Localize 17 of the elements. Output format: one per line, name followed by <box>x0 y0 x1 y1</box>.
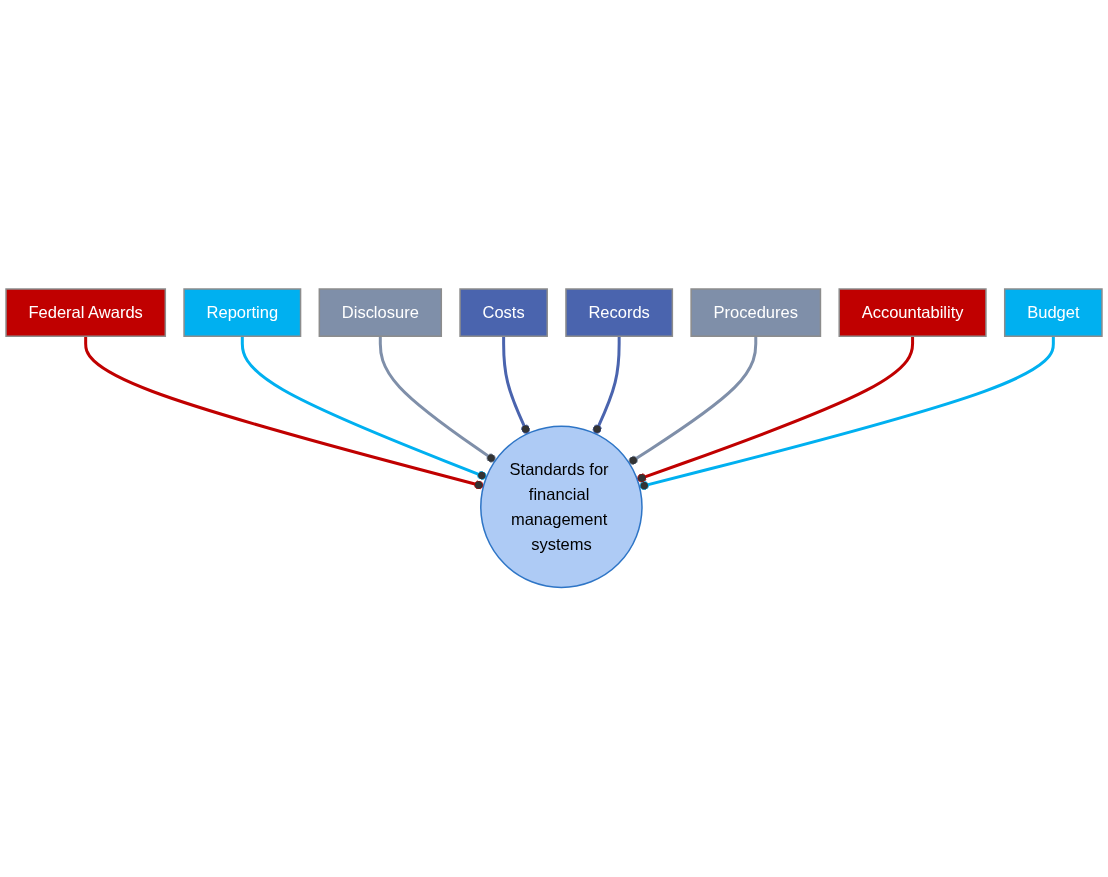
node-circle: Standards for financial management systems <box>480 425 643 589</box>
node-box: Procedures <box>690 288 822 338</box>
node-box: Disclosure <box>318 288 443 338</box>
connector <box>240 336 487 481</box>
connector <box>378 336 496 463</box>
connector <box>592 336 621 435</box>
connector <box>84 336 484 490</box>
node-box: Records <box>565 288 674 338</box>
node-box: Accountability <box>838 288 987 338</box>
node-box: Budget <box>1003 288 1103 338</box>
connector <box>628 336 758 466</box>
node-box: Reporting <box>183 288 302 338</box>
connector <box>639 336 1055 491</box>
connector <box>502 336 531 435</box>
node-box: Federal Awards <box>5 288 167 338</box>
connector <box>636 336 915 483</box>
node-box: Costs <box>459 288 548 338</box>
